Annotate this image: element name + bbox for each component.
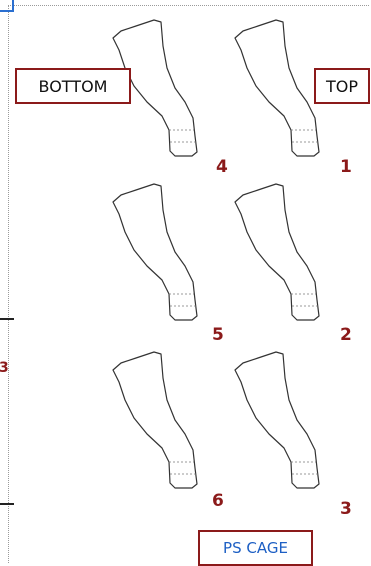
- top-label: TOP: [314, 68, 370, 104]
- module-number-2: 2: [340, 325, 352, 345]
- module-outline-icon: [235, 20, 319, 156]
- module-outline-icon: [235, 352, 319, 488]
- module-outline-icon: [235, 184, 319, 320]
- module-outline-icon: [113, 184, 197, 320]
- module-number-3: 3: [340, 499, 352, 519]
- ps-cage-label: PS CAGE: [198, 530, 313, 566]
- bottom-label: BOTTOM: [15, 68, 131, 104]
- bottom-label-text: BOTTOM: [39, 77, 108, 96]
- ps-cage-label-text: PS CAGE: [223, 539, 288, 557]
- top-label-text: TOP: [326, 77, 358, 96]
- module-outline-icon: [113, 352, 197, 488]
- module-number-6: 6: [212, 491, 224, 511]
- module-number-4: 4: [216, 157, 228, 177]
- module-number-1: 1: [340, 157, 352, 177]
- module-number-5: 5: [212, 325, 224, 345]
